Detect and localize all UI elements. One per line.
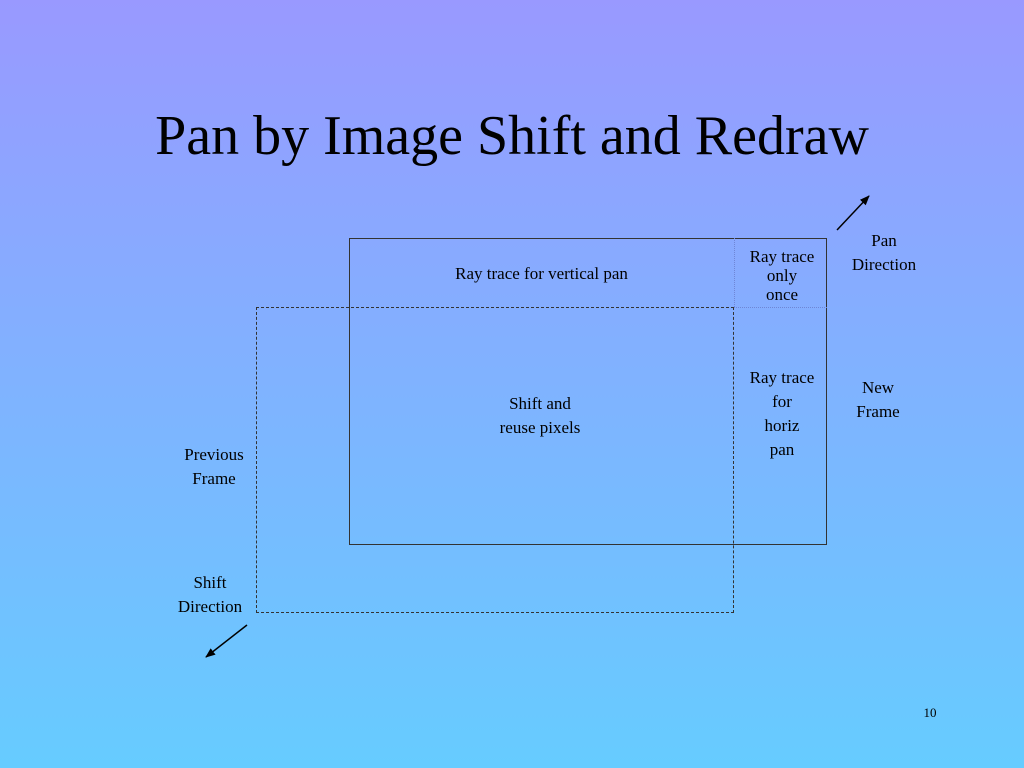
horiz-pan-label: Ray trace for horiz pan [734,366,830,462]
new-frame-rect [349,238,827,545]
slide-number: 10 [923,705,937,720]
previous-frame-rect [256,307,734,613]
vertical-pan-label: Ray trace for vertical pan [455,264,628,283]
shift-direction-line-2: Direction [177,597,243,616]
horiz-pan-line-3: horiz [764,416,800,435]
corner-region-line-2: only [766,266,798,285]
horiz-pan-line-4: pan [769,440,795,459]
shift-reuse-label: Shift and reuse pixels [460,392,620,440]
previous-frame-line-2: Frame [192,469,236,488]
corner-region-line-3: once [765,285,799,304]
slide-title: Pan by Image Shift and Redraw [155,105,869,167]
new-frame-line-2: Frame [856,402,900,421]
pan-direction-label: Pan Direction [834,229,934,277]
corner-region-label: Ray trace only once [734,247,830,304]
horiz-pan-line-1: Ray trace [749,368,815,387]
new-frame-label: New Frame [838,376,918,424]
corner-divider-horizontal [734,307,827,308]
previous-frame-label: Previous Frame [169,443,259,491]
shift-direction-label: Shift Direction [160,571,260,619]
new-frame-line-1: New [861,378,895,397]
corner-region-line-1: Ray trace [749,247,815,266]
pan-direction-line-1: Pan [871,231,897,250]
shift-direction-arrow-icon [205,624,248,658]
shift-direction-line-1: Shift [193,573,227,592]
pan-direction-line-2: Direction [851,255,917,274]
corner-divider-vertical [734,238,735,307]
shift-reuse-line-1: Shift and [509,394,571,413]
pan-direction-arrow-icon [836,195,870,231]
shift-reuse-line-2: reuse pixels [499,418,581,437]
horiz-pan-line-2: for [772,392,792,411]
previous-frame-line-1: Previous [184,445,244,464]
